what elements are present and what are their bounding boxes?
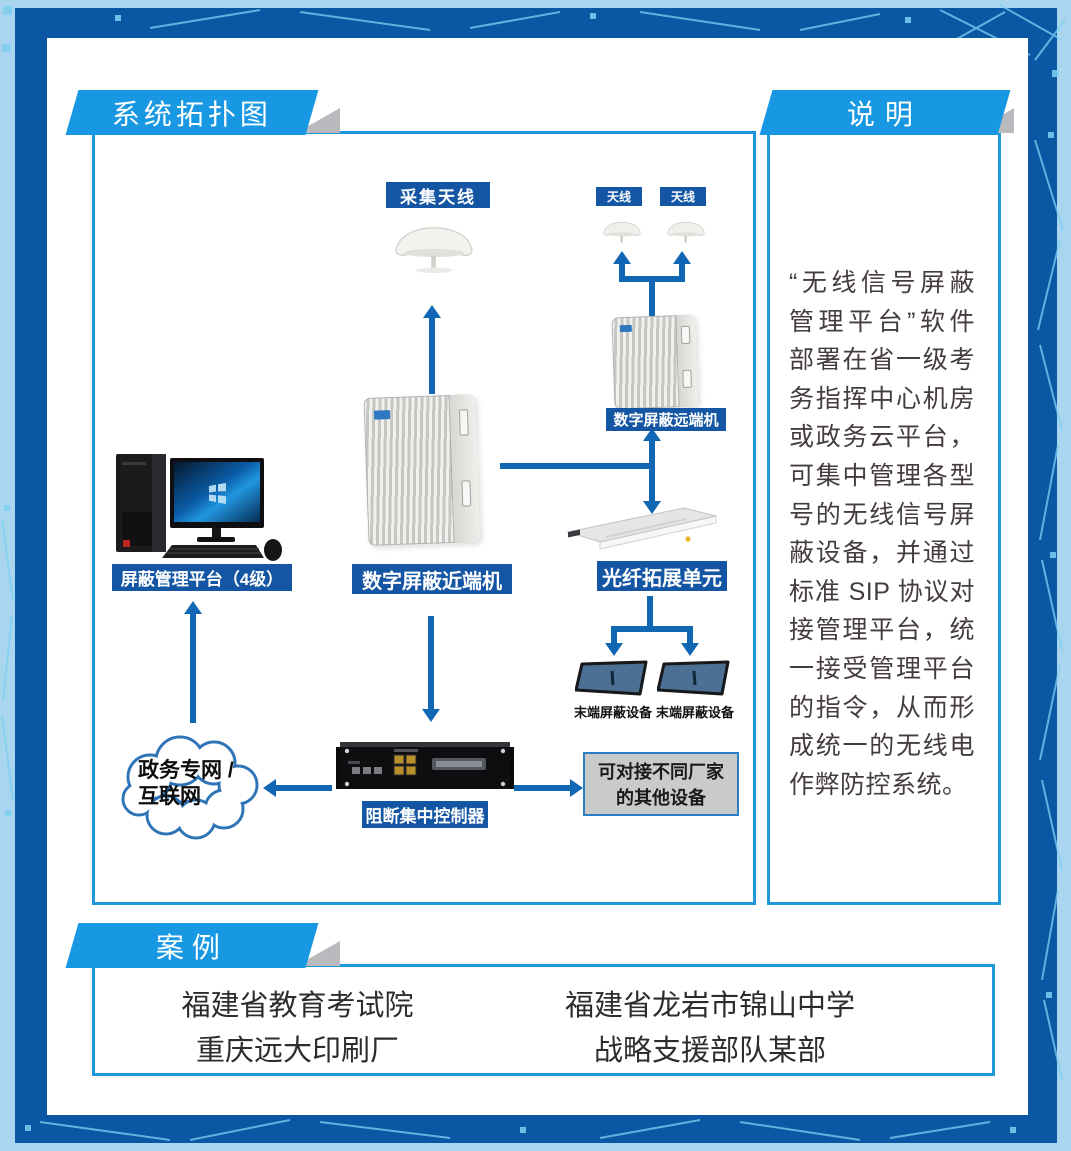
cloud-label-line1: 政务专网 / — [138, 759, 234, 782]
near-unit-hinge-bottom — [461, 480, 472, 507]
near-unit-hinge-top — [459, 409, 469, 436]
desktop-computer-image — [116, 454, 282, 561]
near-unit-label-text: 数字屏蔽近端机 — [362, 570, 502, 593]
controller-label: 阻断集中控制器 — [362, 801, 488, 828]
remote-antenna-stem-line — [649, 278, 655, 316]
other-devices-line2: 的其他设备 — [616, 788, 706, 808]
cloud-to-platform-line — [190, 613, 196, 723]
collect-antenna-label: 采集天线 — [386, 182, 490, 208]
remote-unit-logo-chip — [619, 325, 632, 333]
platform-label-text: 屏蔽管理平台（4级） — [120, 570, 284, 589]
fiber-terminal-stem-line — [647, 596, 653, 628]
cloud-shape: 政务专网 / 互联网 — [110, 724, 270, 846]
fiber-terminal-bar-line — [611, 626, 693, 632]
arrow-to-remote-head — [643, 428, 661, 441]
notes-paragraph: “无线信号屏蔽管理平台”软件部署在省一级考务指挥中心机房或政务云平台，可集中管理… — [789, 269, 975, 799]
terminal-device-icon-2 — [657, 660, 730, 696]
arrow-near-to-antenna-line — [429, 318, 435, 394]
remote-antenna-bar-line — [619, 276, 685, 282]
terminal-label-2-text: 末端屏蔽设备 — [655, 705, 734, 720]
antenna2-arrow-line — [679, 264, 685, 278]
cloud-label: 政务专网 / 互联网 — [138, 758, 234, 810]
terminal1-arrow-line — [611, 632, 617, 644]
near-unit-logo-chip — [373, 410, 391, 420]
rack-controller-image — [336, 742, 514, 789]
terminal-device-icon-1 — [575, 660, 648, 696]
remote-unit-label: 数字屏蔽远端机 — [606, 408, 726, 431]
fiber-unit-label-text: 光纤拓展单元 — [602, 567, 722, 590]
cloud-to-platform-head — [184, 601, 202, 614]
collect-antenna-icon — [395, 227, 473, 274]
terminal-label-2: 末端屏蔽设备 — [652, 702, 738, 721]
terminal2-arrow-line — [687, 632, 693, 644]
terminal1-arrow-head — [605, 643, 623, 656]
cases-right-column: 福建省龙岩市锦山中学 战略支援部队某部 — [515, 984, 905, 1074]
controller-to-cloud-head — [263, 779, 276, 797]
near-to-controller-line — [428, 616, 434, 710]
cases-left-column: 福建省教育考试院 重庆远大印刷厂 — [130, 984, 465, 1074]
terminal2-arrow-head — [681, 643, 699, 656]
controller-to-other-head — [570, 779, 583, 797]
near-to-junction-line — [500, 463, 652, 469]
topology-banner: 系统拓扑图 — [65, 90, 319, 135]
remote-unit-label-text: 数字屏蔽远端机 — [613, 412, 719, 429]
controller-to-cloud-line — [276, 785, 332, 791]
cases-box — [92, 964, 995, 1076]
cloud-label-line2: 互联网 — [138, 785, 201, 808]
remote-unit-hinge-bottom — [682, 369, 693, 389]
terminal-label-1-text: 末端屏蔽设备 — [573, 705, 652, 720]
remote-unit-hinge-top — [680, 325, 691, 345]
antenna2-arrow-head — [673, 251, 691, 264]
collect-antenna-label-text: 采集天线 — [400, 187, 476, 207]
antenna1-arrow-head — [613, 251, 631, 264]
platform-label: 屏蔽管理平台（4级） — [112, 564, 292, 591]
near-unit-device-image — [363, 394, 481, 546]
other-devices-box: 可对接不同厂家 的其他设备 — [583, 752, 739, 816]
near-unit-label: 数字屏蔽近端机 — [352, 564, 512, 594]
controller-to-other-line — [514, 785, 570, 791]
small-antenna-icon-2 — [667, 221, 705, 243]
arrow-near-to-antenna-head — [423, 305, 441, 318]
notes-banner-title: 说明 — [846, 98, 923, 130]
antenna-label-2: 天线 — [660, 187, 706, 206]
near-to-controller-head — [422, 709, 440, 722]
cases-banner-title: 案例 — [155, 931, 228, 963]
antenna-label-2-text: 天线 — [670, 190, 695, 204]
small-antenna-icon-1 — [603, 221, 641, 243]
controller-label-text: 阻断集中控制器 — [365, 807, 485, 826]
fiber-unit-device-image — [566, 507, 717, 550]
antenna-label-1: 天线 — [596, 187, 642, 206]
remote-fiber-line — [649, 440, 655, 502]
topology-banner-title: 系统拓扑图 — [111, 98, 272, 130]
case-item-3: 福建省龙岩市锦山中学 — [564, 990, 855, 1022]
cases-banner: 案例 — [65, 923, 319, 968]
antenna-label-1-text: 天线 — [606, 190, 631, 204]
antenna1-arrow-line — [619, 264, 625, 278]
notes-box — [767, 131, 1001, 905]
arrow-to-fiber-head — [643, 501, 661, 514]
notes-banner: 说明 — [759, 90, 1011, 135]
other-devices-line1: 可对接不同厂家 — [598, 762, 724, 782]
remote-unit-device-image — [611, 314, 699, 410]
case-item-1: 福建省教育考试院 — [181, 990, 414, 1022]
fiber-unit-label: 光纤拓展单元 — [597, 561, 727, 591]
case-item-4: 战略支援部队某部 — [593, 1035, 826, 1067]
case-item-2: 重庆远大印刷厂 — [195, 1035, 399, 1067]
terminal-label-1: 末端屏蔽设备 — [570, 702, 656, 721]
